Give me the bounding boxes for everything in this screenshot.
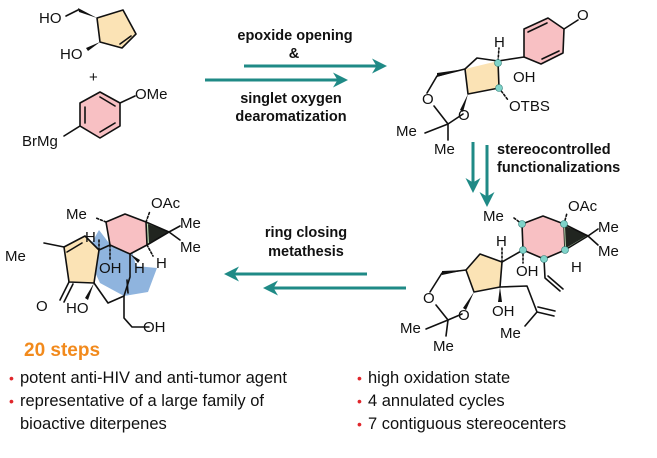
- brmg-label: BrMg: [22, 133, 58, 150]
- h-label: H: [494, 34, 505, 51]
- oh-label: OH: [143, 319, 166, 336]
- me-label: Me: [180, 239, 201, 256]
- stereocenter-marker: [495, 84, 503, 92]
- me-label: Me: [66, 206, 87, 223]
- bullet-text: bioactive diterpenes: [20, 415, 167, 433]
- bullet-dot: •: [9, 393, 14, 409]
- step3-arrows[interactable]: [224, 266, 406, 296]
- step2-condition: stereocontrolled: [497, 142, 611, 158]
- bullet-item-continuation: bioactive diterpenes: [8, 413, 287, 436]
- bullet-item: • 7 contiguous stereocenters: [356, 413, 566, 436]
- me-label: Me: [400, 320, 421, 337]
- product-ingenol-analog: Me OAc Me Me H OH H H Me O HO OH: [5, 195, 201, 336]
- bullet-item: • potent anti-HIV and anti-tumor agent: [8, 367, 287, 390]
- aryl-grignard: OMe BrMg: [22, 86, 168, 150]
- stereocenter-marker: [519, 246, 527, 254]
- step3-condition: ring closing: [265, 225, 347, 241]
- ho-label: HO: [60, 46, 83, 63]
- cyclopentene-diol: HO HO: [39, 8, 137, 63]
- me-label: Me: [483, 208, 504, 225]
- me-label: Me: [433, 338, 454, 355]
- bullet-text: representative of a large family of: [20, 392, 264, 410]
- me-label: Me: [434, 141, 455, 158]
- intermediate-diene: Me OAc Me Me H H OH OH Me O O Me Me: [400, 198, 619, 355]
- step1-condition: singlet oxygen: [240, 91, 342, 107]
- bullet-item: • high oxidation state: [356, 367, 566, 390]
- me-label: Me: [396, 123, 417, 140]
- ho-label: HO: [39, 10, 62, 27]
- oh-label: OH: [99, 260, 122, 277]
- right-bullet-list: • high oxidation state • 4 annulated cycle…: [356, 367, 566, 436]
- ketone-o-label: O: [577, 7, 589, 24]
- h-label: H: [496, 233, 507, 250]
- step-count: 20 steps: [24, 340, 101, 361]
- h-label: H: [571, 259, 582, 276]
- oac-label: OAc: [151, 195, 181, 212]
- stereocenter-marker: [560, 220, 568, 228]
- bullet-item: • representative of a large family of: [8, 390, 287, 413]
- step1-condition: epoxide opening: [237, 28, 352, 44]
- step3-condition: metathesis: [268, 244, 344, 260]
- bullet-dot: •: [357, 370, 362, 386]
- h-label: H: [85, 229, 96, 246]
- h-label: H: [156, 255, 167, 272]
- bullet-text: 7 contiguous stereocenters: [368, 415, 567, 433]
- bullet-text: high oxidation state: [368, 369, 511, 387]
- o-label: O: [423, 290, 435, 307]
- me-label: Me: [598, 219, 619, 236]
- oh-label: OH: [516, 263, 539, 280]
- left-bullet-list: • potent anti-HIV and anti-tumor agent • r…: [8, 367, 287, 436]
- step2-condition: functionalizations: [497, 160, 620, 176]
- me-label: Me: [180, 215, 201, 232]
- o-label: O: [422, 91, 434, 108]
- me-label: Me: [5, 248, 26, 265]
- bullet-dot: •: [357, 393, 362, 409]
- step2-arrows[interactable]: [465, 142, 495, 207]
- intermediate-dienone: H O OH OTBS O O Me Me: [396, 7, 589, 158]
- h-label: H: [134, 260, 145, 277]
- step1-condition: dearomatization: [235, 109, 346, 125]
- bullet-dot: •: [357, 416, 362, 432]
- o-label: O: [458, 307, 470, 324]
- step1-condition: &: [289, 46, 300, 62]
- oac-label: OAc: [568, 198, 598, 215]
- ho-label: HO: [66, 300, 89, 317]
- oh-label: OH: [513, 69, 536, 86]
- otbs-label: OTBS: [509, 98, 550, 115]
- stereocenter-marker: [518, 220, 526, 228]
- bullet-dot: •: [9, 370, 14, 386]
- stereocenter-marker: [494, 59, 502, 67]
- o-label: O: [458, 107, 470, 124]
- bullet-item: • 4 annulated cycles: [356, 390, 566, 413]
- step1-arrows[interactable]: [205, 58, 387, 88]
- bullet-text: 4 annulated cycles: [368, 392, 505, 410]
- plus-sign: +: [89, 69, 98, 86]
- oh-label: OH: [492, 303, 515, 320]
- stereocenter-marker: [540, 255, 548, 263]
- stereocenter-marker: [561, 246, 569, 254]
- ketone-o-label: O: [36, 298, 48, 315]
- bullet-text: potent anti-HIV and anti-tumor agent: [20, 369, 287, 387]
- me-label: Me: [598, 243, 619, 260]
- me-label: Me: [500, 325, 521, 342]
- ome-label: OMe: [135, 86, 168, 103]
